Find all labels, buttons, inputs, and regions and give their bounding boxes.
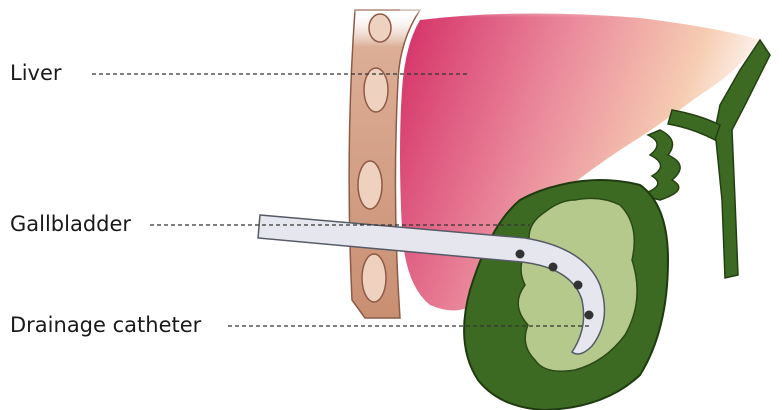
catheter-hole [516,250,525,259]
catheter-hole [549,263,558,272]
catheter-hole [574,281,583,290]
drainage-catheter-label: Drainage catheter [10,315,201,336]
gallbladder-label: Gallbladder [10,214,131,235]
liver-label: Liver [10,63,62,84]
catheter-hole [585,311,594,320]
